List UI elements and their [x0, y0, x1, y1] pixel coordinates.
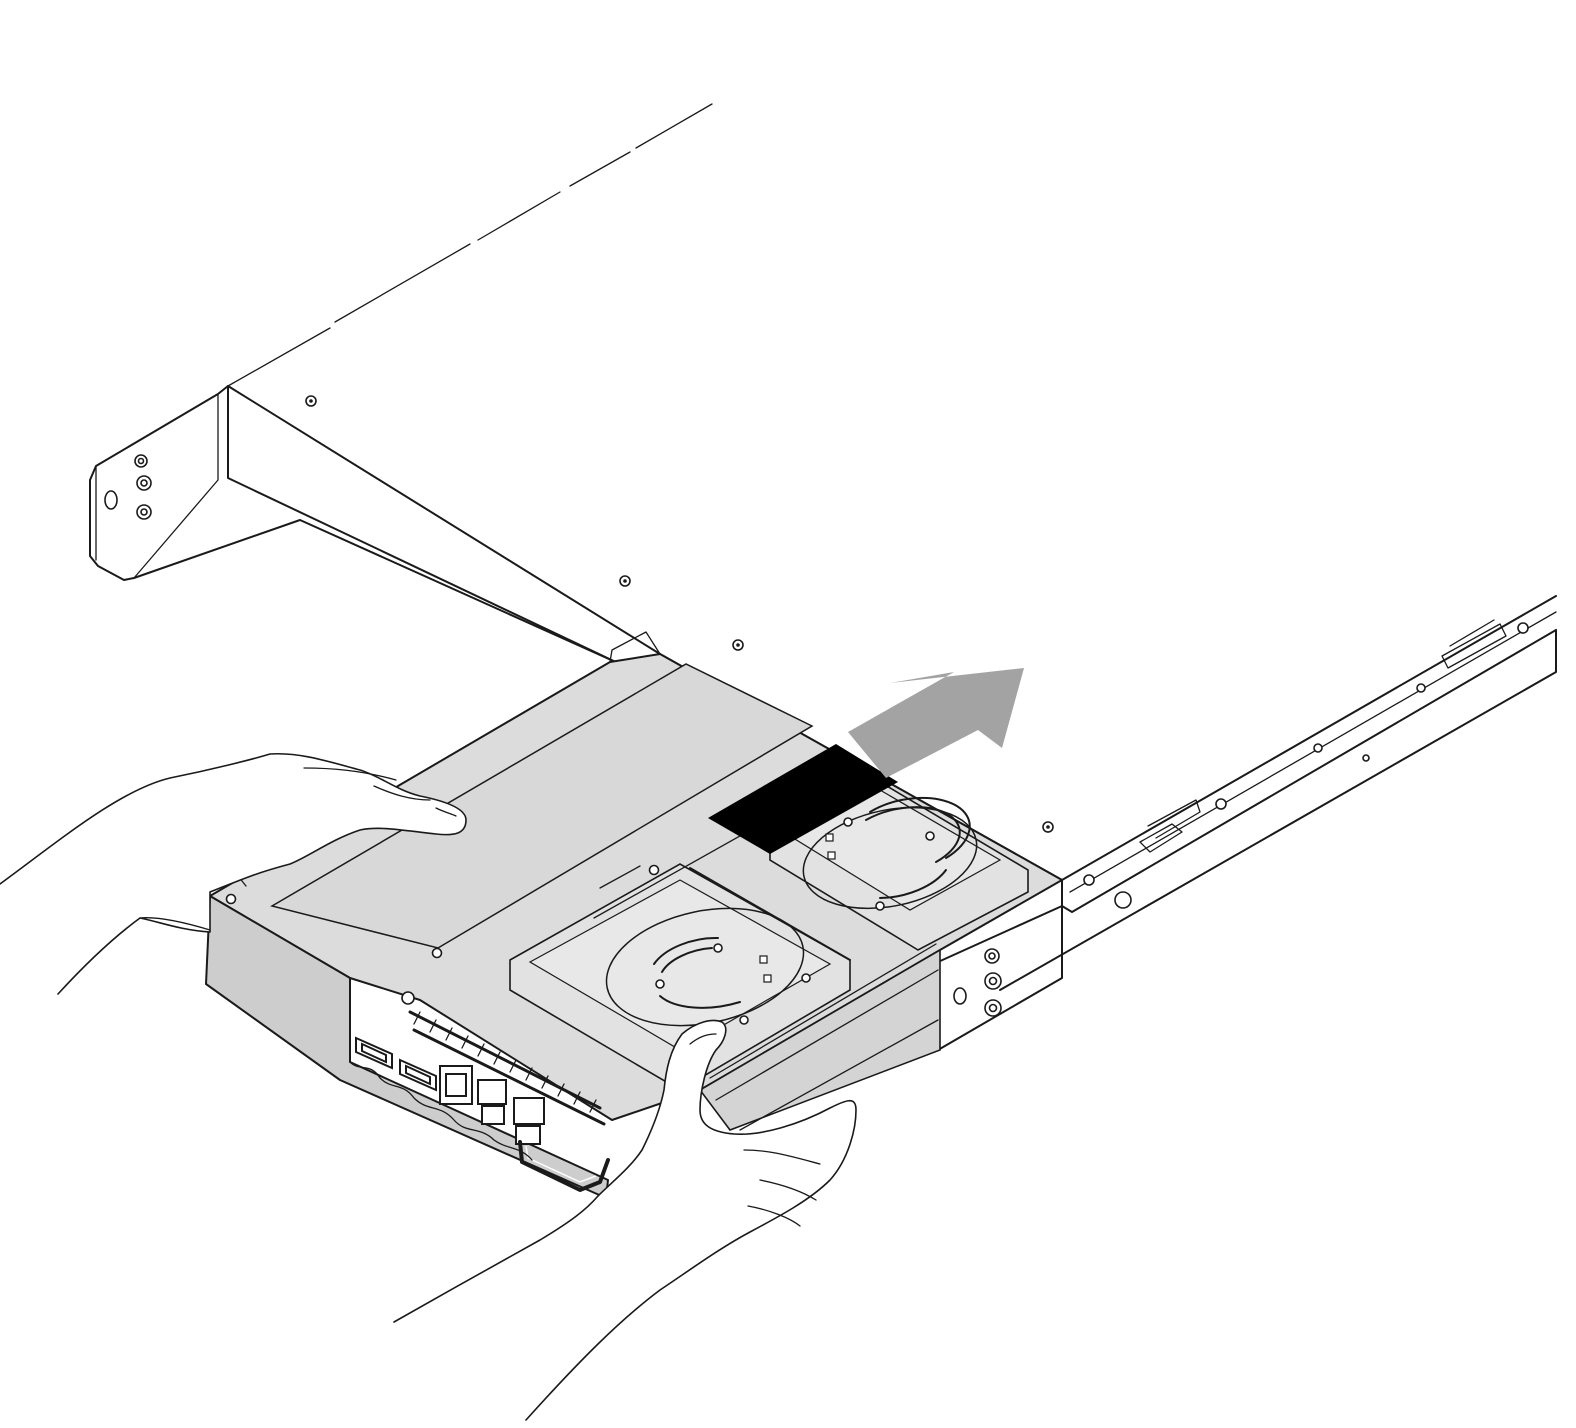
fan-icon	[509, 863, 851, 1091]
rail-screw-icon	[1114, 891, 1132, 909]
port-icon	[513, 1097, 545, 1125]
port-icon	[477, 1079, 507, 1105]
arrow-up-right-icon	[848, 668, 1024, 778]
fan-icon	[769, 781, 1029, 951]
left-hand	[0, 752, 467, 995]
right-rail	[999, 595, 1557, 991]
chassis-top-cover	[228, 104, 1576, 880]
port-icon	[481, 1105, 505, 1125]
port-icon	[515, 1125, 541, 1145]
right-hand	[393, 1019, 857, 1421]
black-callout-block	[708, 744, 898, 854]
left-rack-bracket	[89, 385, 621, 665]
cover-screws	[305, 395, 1054, 833]
module-handle	[518, 1140, 610, 1192]
latch-ribs	[401, 991, 606, 1126]
io-ports	[355, 1036, 545, 1145]
